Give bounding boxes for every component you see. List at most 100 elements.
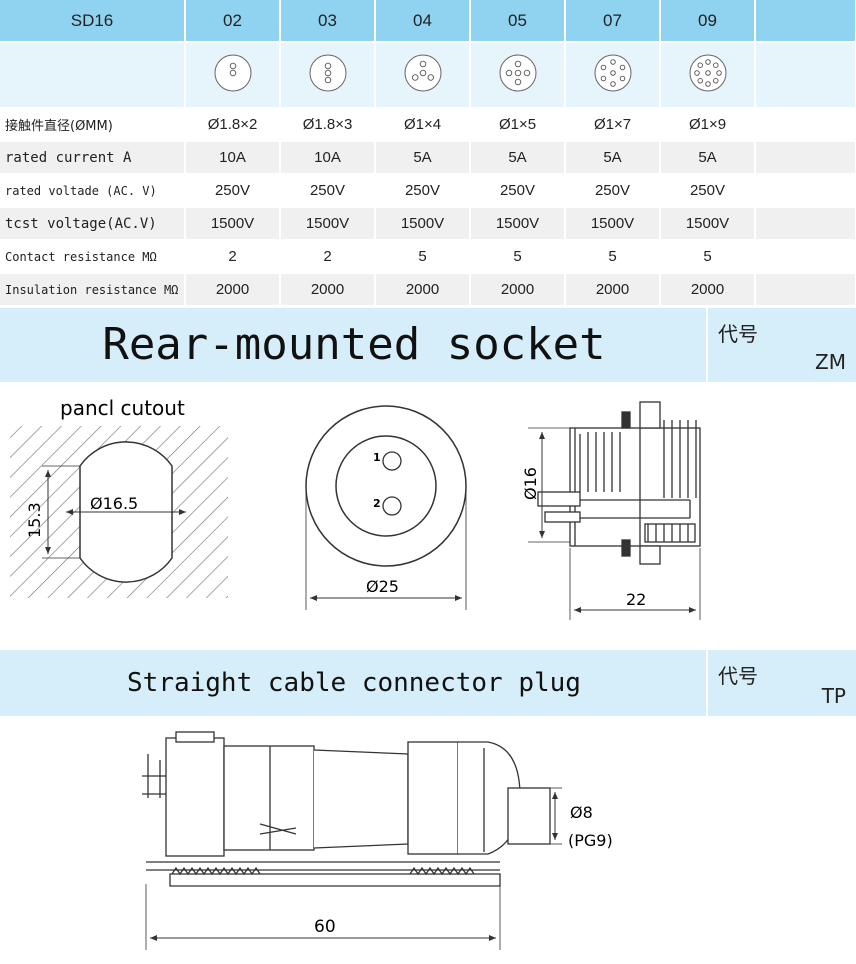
cell: 2 [185, 240, 281, 274]
cell: 250V [375, 174, 471, 208]
cell: 1500V [565, 207, 661, 241]
socket-side-view [537, 401, 701, 565]
plug-length-label: 60 [314, 917, 336, 937]
plug-dimensions: Ø8 (PG9) 60 [145, 787, 613, 950]
plug-code-label: 代号 [718, 664, 758, 688]
header-05: 05 [470, 0, 566, 43]
pin-face-icon [689, 54, 726, 92]
table-header-row: SD16 02 03 04 05 07 09 [0, 0, 856, 43]
pin-layout-03 [280, 42, 376, 109]
pin-hole [619, 75, 625, 82]
pin-hole [514, 69, 521, 77]
plug-code: TP [821, 684, 846, 708]
cell: 5A [470, 141, 566, 175]
header-03: 03 [280, 0, 376, 43]
cell: 5 [565, 240, 661, 274]
cell: 5A [375, 141, 471, 175]
cell: 2 [280, 240, 376, 274]
spec-table: SD16 02 03 04 05 07 09 接触件直径(ØMM) Ø1.8×2… [0, 0, 856, 307]
cell: Ø1×5 [470, 108, 566, 142]
pin-hole [696, 78, 703, 84]
cell: 2000 [375, 273, 471, 307]
pin-hole [609, 59, 616, 65]
pin-hole [419, 69, 426, 77]
cell: 250V [185, 174, 281, 208]
pin-2-label: 2 [373, 497, 381, 510]
pin-layout-07 [565, 42, 661, 109]
plug-banner: Straight cable connector plug 代号 TP [0, 650, 856, 716]
cell: 250V [660, 174, 756, 208]
pin-layout-09 [660, 42, 756, 109]
spec-row-test-voltage: tcst voltage(AC.V) 1500V 1500V 1500V 150… [0, 207, 856, 241]
cell: 2000 [565, 273, 661, 307]
cell: 10A [185, 141, 281, 175]
cell: 5 [470, 240, 566, 274]
pin-hole [324, 76, 331, 84]
row-label: rated voltade (AC. V) [0, 174, 186, 208]
spec-row-contact-resistance: Contact resistance MΩ 2 2 5 5 5 5 [0, 240, 856, 274]
cell: Ø1×7 [565, 108, 661, 142]
pin-hole [523, 69, 530, 77]
socket-side-dimensions: Ø16 22 [521, 427, 701, 620]
pin-hole [229, 62, 236, 70]
cutout-flat-label: 15.3 [25, 502, 44, 538]
spec-row-insulation-resistance: Insulation resistance MΩ 2000 2000 2000 … [0, 273, 856, 307]
header-model: SD16 [0, 0, 186, 43]
pin-hole [324, 69, 331, 77]
pin-face-icon [309, 54, 346, 92]
plug-drawing: Ø8 (PG9) 60 [142, 731, 613, 950]
cell: Ø1.8×3 [280, 108, 376, 142]
pin-face-icon [214, 54, 251, 92]
cell: 5 [375, 240, 471, 274]
plug-title: Straight cable connector plug [127, 668, 581, 698]
pin-hole [324, 62, 331, 70]
row-label: tcst voltage(AC.V) [0, 207, 186, 241]
socket-code-box: 代号 ZM [706, 308, 856, 382]
gland-label: (PG9) [568, 831, 613, 850]
pin-face-icon [499, 54, 536, 92]
spec-row-contact-diameter: 接触件直径(ØMM) Ø1.8×2 Ø1.8×3 Ø1×4 Ø1×5 Ø1×7 … [0, 108, 856, 142]
cell: Ø1.8×2 [185, 108, 281, 142]
cell: 5 [660, 240, 756, 274]
side-diameter-label: Ø16 [521, 467, 540, 500]
socket-banner: Rear-mounted socket 代号 ZM [0, 308, 856, 382]
pin-hole [696, 62, 703, 68]
cell: 2000 [470, 273, 566, 307]
pin-hole [619, 64, 625, 71]
plug-code-box: 代号 TP [706, 650, 856, 716]
cell: 250V [470, 174, 566, 208]
pin-hole [600, 64, 606, 71]
panel-cutout-label: pancl cutout [60, 396, 185, 420]
pin-hole [229, 69, 236, 77]
cell: 2000 [185, 273, 281, 307]
row-label: 接触件直径(ØMM) [0, 108, 186, 142]
pin-hole [693, 70, 700, 76]
cell: 5A [565, 141, 661, 175]
face-diameter-label: Ø25 [366, 577, 399, 596]
pin-hole [514, 78, 521, 86]
header-04: 04 [375, 0, 471, 43]
cell: 250V [565, 174, 661, 208]
pin-layout-02 [185, 42, 281, 109]
side-length-label: 22 [626, 590, 646, 609]
cell: 1500V [185, 207, 281, 241]
row-label: Insulation resistance MΩ [0, 273, 186, 307]
pin-hole [427, 74, 434, 81]
cell: Ø1×4 [375, 108, 471, 142]
pin-hole [712, 78, 719, 84]
cell: Ø1×9 [660, 108, 756, 142]
pin-hole [411, 74, 418, 81]
cell: 1500V [280, 207, 376, 241]
cell: 1500V [375, 207, 471, 241]
cell: 10A [280, 141, 376, 175]
row-label: Contact resistance MΩ [0, 240, 186, 274]
socket-code-label: 代号 [718, 322, 758, 346]
socket-code: ZM [815, 350, 846, 374]
pin-hole [704, 70, 711, 76]
pin-hole [715, 70, 722, 76]
cutout-diameter-label: Ø16.5 [90, 494, 138, 513]
plug-body [142, 731, 551, 887]
cable-diameter-label: Ø8 [570, 803, 593, 822]
pin-hole [514, 60, 521, 68]
pin-layout-label [0, 42, 186, 109]
